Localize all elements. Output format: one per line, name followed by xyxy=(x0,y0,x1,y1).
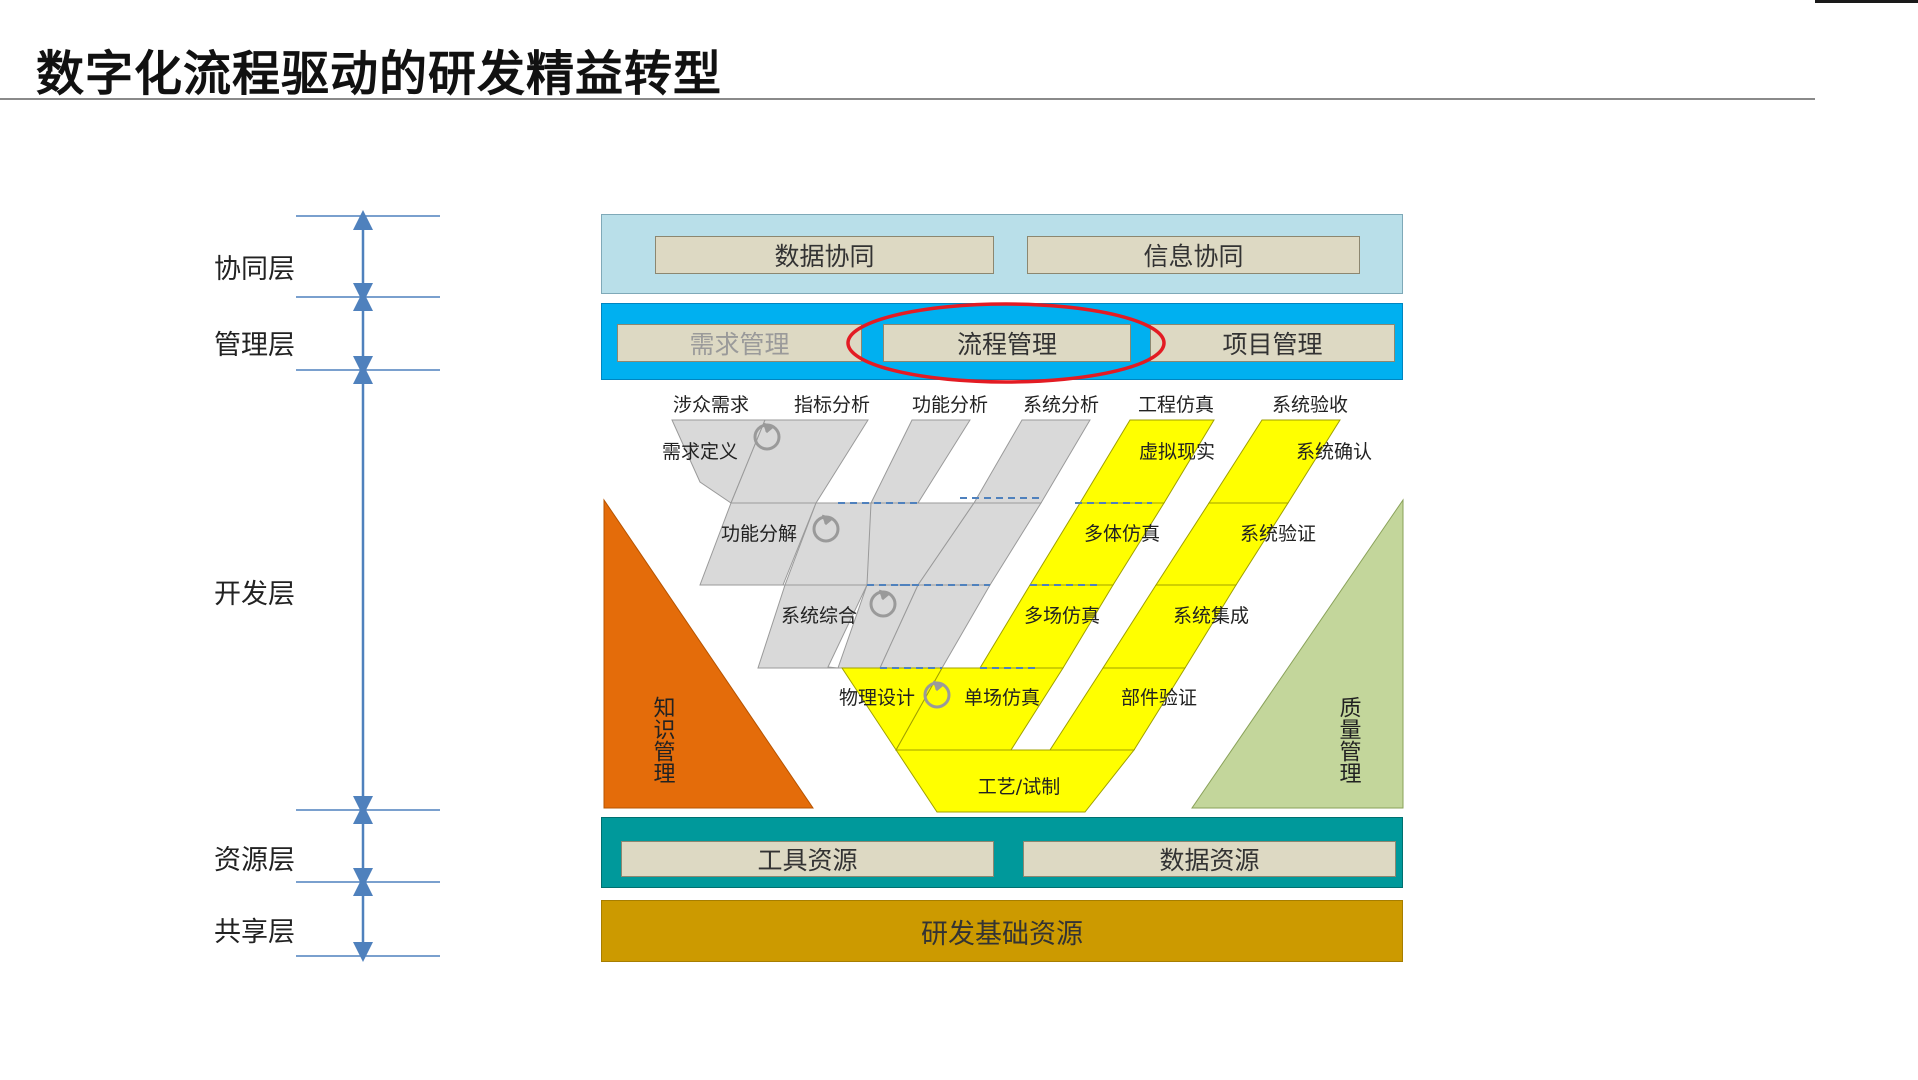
cycle-icons xyxy=(753,422,951,709)
process-mgmt-box: 流程管理 xyxy=(883,324,1131,362)
v-label: 虚拟现实 xyxy=(1139,441,1215,463)
v-cell xyxy=(973,419,1091,504)
v-label: 系统集成 xyxy=(1173,605,1249,627)
v-label: 物理设计 xyxy=(839,687,915,709)
v-right-labels: 系统确认 系统验证 系统集成 部件验证 xyxy=(1121,441,1372,709)
highlight-ellipse xyxy=(846,302,1166,384)
v-header: 系统验收 xyxy=(1272,394,1348,416)
v-label: 单场仿真 xyxy=(964,687,1040,709)
knowledge-mgmt-triangle xyxy=(603,498,814,809)
data-collab-box: 数据协同 xyxy=(655,236,994,274)
shared-resource-label: 研发基础资源 xyxy=(921,918,1083,950)
cycle-icon xyxy=(869,589,897,618)
corner-mark xyxy=(1815,0,1918,3)
v-yellow-branch xyxy=(841,419,1341,813)
tool-resource-box: 工具资源 xyxy=(621,841,994,877)
v-header: 指标分析 xyxy=(794,394,870,416)
layer-label-shared: 共享层 xyxy=(214,917,295,948)
layer-label-resource: 资源层 xyxy=(214,845,295,876)
v-label: 需求定义 xyxy=(662,441,738,463)
shared-layer-band xyxy=(601,900,1403,962)
v-cell xyxy=(1049,667,1186,751)
v-label: 系统验证 xyxy=(1240,523,1316,545)
cycle-icon xyxy=(923,680,951,709)
v-header: 涉众需求 xyxy=(673,394,749,416)
v-cell xyxy=(757,584,868,669)
layer-label-mgmt: 管理层 xyxy=(214,330,295,361)
cycle-icon xyxy=(812,514,840,543)
v-label: 系统确认 xyxy=(1296,441,1372,463)
v-bottom-label: 工艺/试制 xyxy=(978,776,1060,798)
layer-label-collab: 协同层 xyxy=(214,254,295,285)
v-header: 工程仿真 xyxy=(1138,394,1214,416)
data-resource-box: 数据资源 xyxy=(1023,841,1396,877)
v-cell xyxy=(699,502,817,586)
page-title: 数字化流程驱动的研发精益转型 xyxy=(36,46,723,102)
v-label: 功能分解 xyxy=(721,523,797,545)
cycle-icon xyxy=(753,422,781,451)
quality-mgmt-triangle xyxy=(1191,498,1404,809)
v-header: 系统分析 xyxy=(1023,394,1099,416)
layer-axis xyxy=(296,210,440,962)
layer-label-dev: 开发层 xyxy=(214,579,295,610)
req-mgmt-box: 需求管理 xyxy=(617,324,862,362)
v-label: 多体仿真 xyxy=(1084,523,1160,545)
v-cell xyxy=(870,419,971,504)
v-label: 部件验证 xyxy=(1121,687,1197,709)
v-headers: 涉众需求 指标分析 功能分析 系统分析 工程仿真 系统验收 xyxy=(673,394,1348,416)
quality-mgmt-label: 质量管理 xyxy=(1336,696,1362,784)
v-label: 多场仿真 xyxy=(1024,605,1100,627)
dashed-separators xyxy=(838,497,1152,669)
knowledge-mgmt-label: 知识管理 xyxy=(650,696,676,784)
project-mgmt-box: 项目管理 xyxy=(1150,324,1395,362)
v-label: 系统综合 xyxy=(781,605,857,627)
v-left-labels: 需求定义 功能分解 系统综合 物理设计 xyxy=(662,441,915,709)
title-divider xyxy=(0,98,1815,100)
v-sim-labels: 虚拟现实 多体仿真 多场仿真 单场仿真 xyxy=(964,441,1215,709)
v-header: 功能分析 xyxy=(912,394,988,416)
info-collab-box: 信息协同 xyxy=(1027,236,1360,274)
